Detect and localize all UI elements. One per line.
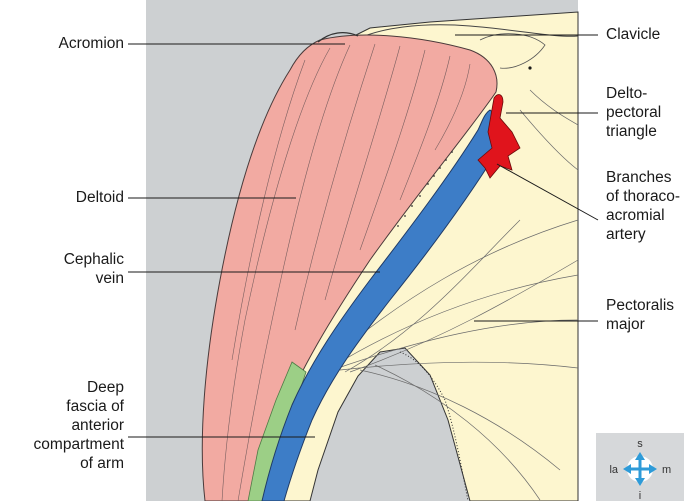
compass-label-medial: m [662, 464, 671, 476]
label-acromion: Acromion [20, 34, 124, 53]
label-thoracoacromial-branches: Branches of thoraco- acromial artery [606, 168, 680, 244]
orientation-compass: s la m i [596, 433, 684, 501]
label-deltoid: Deltoid [20, 188, 124, 207]
compass-label-inferior: i [639, 490, 641, 501]
label-deep-fascia: Deep fascia of anterior compartment of a… [0, 378, 124, 473]
label-deltopectoral-triangle: Delto- pectoral triangle [606, 84, 661, 141]
label-cephalic-vein: Cephalic vein [20, 250, 124, 288]
label-pectoralis-major: Pectoralis major [606, 296, 674, 334]
compass-label-lateral: la [609, 464, 618, 476]
compass-label-superior: s [637, 438, 643, 450]
leader-dot-clavicle [528, 66, 531, 69]
label-clavicle: Clavicle [606, 25, 660, 44]
